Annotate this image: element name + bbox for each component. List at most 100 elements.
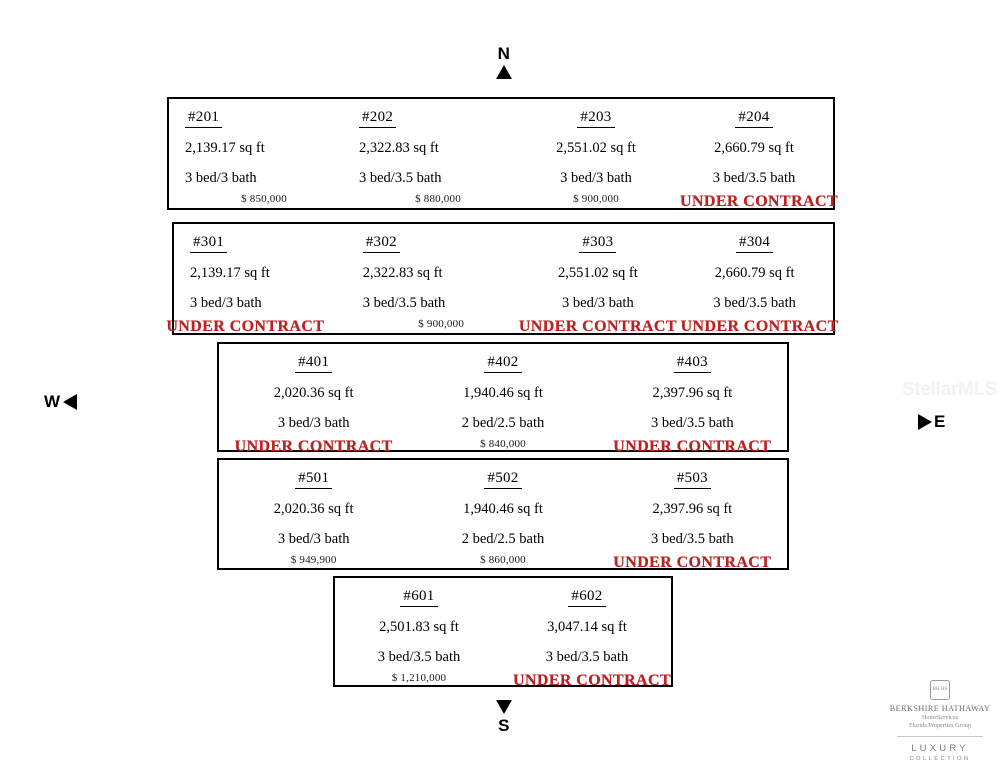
compass-west: W (44, 392, 77, 412)
unit-cell-502[interactable]: #502 1,940.46 sq ft 2 bed/2.5 bath $ 860,00… (408, 460, 597, 568)
unit-status-wrap: UNDER CONTRACT (598, 438, 787, 456)
unit-status-wrap: $ 850,000 (185, 193, 343, 205)
brokerage-logo: BH HS BERKSHIRE HATHAWAY HomeServices Fl… (884, 680, 996, 762)
unit-square-footage: 2,139.17 sq ft (185, 140, 265, 156)
unit-beds-baths: 2 bed/2.5 bath (461, 531, 545, 547)
unit-beds-baths: 2 bed/2.5 bath (461, 415, 545, 431)
unit-beds-baths: 3 bed/3 bath (190, 295, 262, 311)
brand-subtitle: HomeServices (921, 714, 959, 721)
unit-beds-baths: 3 bed/3.5 bath (359, 170, 442, 186)
unit-beds-baths: 3 bed/3.5 bath (377, 649, 461, 665)
unit-beds-baths: 3 bed/3.5 bath (362, 295, 446, 311)
unit-beds-baths: 3 bed/3.5 bath (712, 170, 796, 186)
unit-cell-402[interactable]: #402 1,940.46 sq ft 2 bed/2.5 bath $ 840,00… (408, 344, 597, 450)
unit-beds-baths: 3 bed/3.5 bath (545, 649, 629, 665)
unit-number: #201 (185, 109, 223, 128)
unit-cell-201[interactable]: #201 2,139.17 sq ft 3 bed/3 bath $ 850,000 (169, 99, 343, 208)
unit-price: $ 1,210,000 (391, 672, 447, 684)
unit-price: $ 900,000 (573, 193, 619, 205)
unit-number: #402 (484, 354, 522, 373)
status-badge-under-contract: UNDER CONTRACT (613, 438, 772, 455)
status-badge-under-contract: UNDER CONTRACT (518, 318, 677, 335)
unit-status-wrap: UNDER CONTRACT (503, 672, 671, 690)
unit-number: #203 (577, 109, 615, 128)
status-badge-under-contract: UNDER CONTRACT (679, 193, 839, 210)
unit-square-footage: 2,551.02 sq ft (558, 265, 638, 281)
unit-beds-baths: 3 bed/3 bath (277, 415, 350, 431)
status-badge-under-contract: UNDER CONTRACT (613, 554, 772, 571)
arrow-right-icon (918, 414, 932, 430)
unit-status-wrap: UNDER CONTRACT (598, 554, 787, 572)
unit-status-wrap: UNDER CONTRACT (518, 318, 677, 336)
floor-row-floor-6: #601 2,501.83 sq ft 3 bed/3.5 bath $ 1,210,… (333, 576, 673, 689)
status-badge-under-contract: UNDER CONTRACT (512, 672, 672, 689)
unit-square-footage: 2,397.96 sq ft (652, 385, 733, 401)
unit-beds-baths: 3 bed/3 bath (277, 531, 350, 547)
status-badge-under-contract: UNDER CONTRACT (166, 318, 325, 335)
status-badge-under-contract: UNDER CONTRACT (234, 438, 393, 455)
arrow-left-icon (62, 394, 77, 410)
unit-beds-baths: 3 bed/3 bath (560, 170, 632, 186)
unit-square-footage: 1,940.46 sq ft (463, 385, 543, 401)
unit-square-footage: 1,940.46 sq ft (463, 501, 543, 517)
unit-beds-baths: 3 bed/3 bath (185, 170, 257, 186)
unit-status-wrap: $ 880,000 (359, 193, 517, 205)
unit-status-wrap: UNDER CONTRACT (219, 438, 408, 456)
unit-square-footage: 2,020.36 sq ft (273, 501, 354, 517)
unit-number: #602 (568, 588, 606, 607)
unit-status-wrap: $ 860,000 (408, 554, 597, 566)
unit-beds-baths: 3 bed/3.5 bath (651, 415, 734, 431)
unit-cell-601[interactable]: #601 2,501.83 sq ft 3 bed/3.5 bath $ 1,210,… (335, 578, 503, 685)
unit-cell-501[interactable]: #501 2,020.36 sq ft 3 bed/3 bath $ 949,900 (219, 460, 408, 568)
unit-status-wrap: $ 840,000 (408, 438, 597, 450)
compass-south: S (486, 700, 522, 736)
compass-north: N (486, 44, 522, 79)
unit-status-wrap: $ 900,000 (517, 193, 675, 205)
unit-square-footage: 2,322.83 sq ft (362, 265, 443, 281)
unit-square-footage: 2,551.02 sq ft (556, 140, 636, 156)
unit-number: #303 (579, 234, 617, 253)
compass-east-label: E (934, 412, 946, 431)
unit-number: #502 (484, 470, 522, 489)
unit-beds-baths: 3 bed/3.5 bath (713, 295, 796, 311)
stellarmls-watermark: StellarMLS (902, 379, 998, 400)
unit-status-wrap: $ 949,900 (219, 554, 408, 566)
compass-north-label: N (497, 44, 511, 63)
brand-name: BERKSHIRE HATHAWAY (889, 704, 991, 713)
unit-number: #204 (735, 109, 773, 128)
compass-west-label: W (44, 392, 61, 411)
unit-price: $ 850,000 (241, 193, 287, 205)
unit-beds-baths: 3 bed/3 bath (562, 295, 634, 311)
unit-square-footage: 2,501.83 sq ft (379, 619, 459, 635)
unit-square-footage: 3,047.14 sq ft (547, 619, 627, 635)
unit-price: $ 900,000 (418, 318, 465, 330)
bhhs-seal-icon: BH HS (930, 680, 950, 700)
unit-square-footage: 2,660.79 sq ft (714, 140, 794, 156)
unit-number: #501 (295, 470, 333, 489)
luxury-label: LUXURY (911, 743, 969, 754)
status-badge-under-contract: UNDER CONTRACT (680, 318, 839, 335)
unit-number: #601 (400, 588, 438, 607)
compass-east: E (918, 412, 946, 432)
unit-status-wrap: UNDER CONTRACT (676, 318, 839, 336)
unit-cell-203[interactable]: #203 2,551.02 sq ft 3 bed/3 bath $ 900,000 (517, 99, 675, 208)
unit-price: $ 840,000 (480, 438, 526, 450)
unit-square-footage: 2,397.96 sq ft (652, 501, 733, 517)
unit-status-wrap: UNDER CONTRACT (675, 193, 838, 211)
unit-price: $ 860,000 (480, 554, 526, 566)
